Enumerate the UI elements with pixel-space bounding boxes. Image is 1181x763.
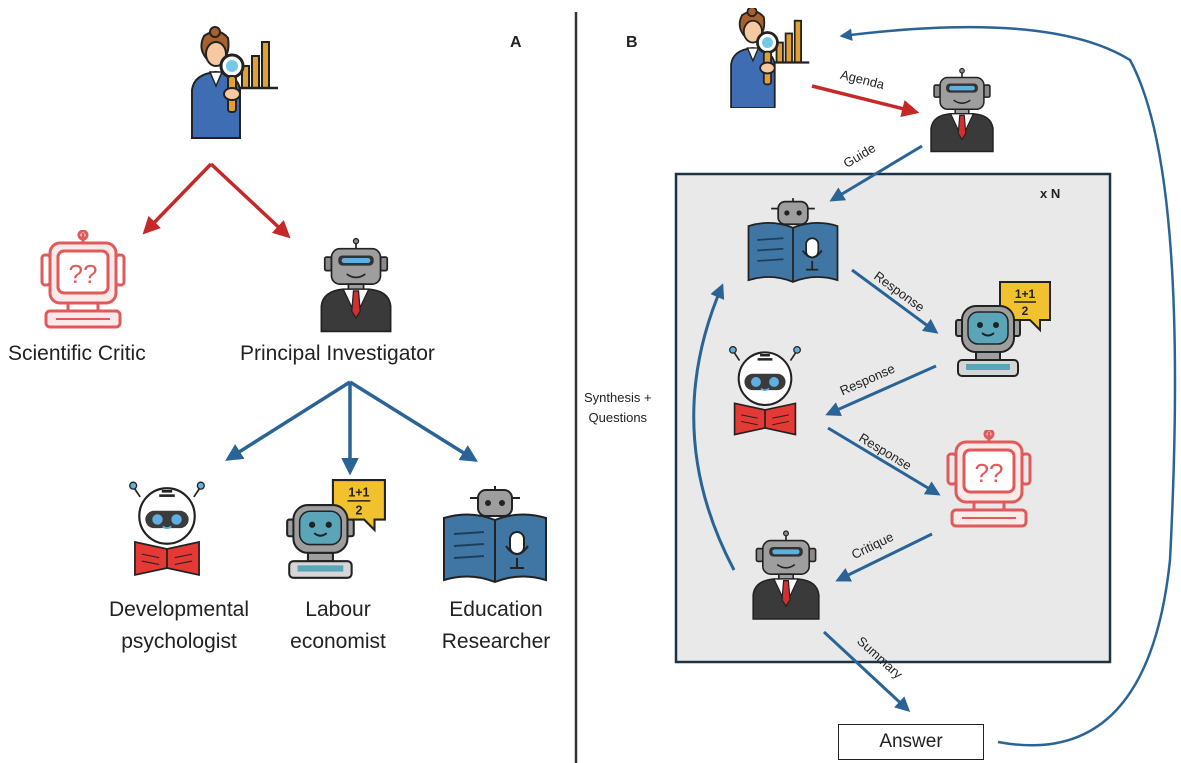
human-researcher-icon-a bbox=[190, 25, 280, 140]
arrow-critique bbox=[835, 532, 933, 582]
label-dev-psych: Developmental psychologist bbox=[94, 594, 264, 658]
label-loop-count: x N bbox=[1040, 186, 1060, 201]
answer-label: Answer bbox=[879, 731, 943, 752]
arrow-summary bbox=[822, 630, 911, 713]
label-education-line1: Education bbox=[449, 598, 543, 621]
scientific-critic-icon-a bbox=[40, 230, 126, 329]
panel-letter-b: B bbox=[626, 34, 638, 51]
arrow-response-2 bbox=[825, 364, 937, 416]
scientific-critic-icon-b bbox=[946, 430, 1032, 528]
label-education: Education Researcher bbox=[426, 594, 566, 658]
arrow-response-3 bbox=[827, 426, 941, 496]
label-labour-line1: Labour bbox=[305, 598, 371, 621]
labour-economist-icon-a bbox=[286, 479, 386, 579]
label-loop-count-text: x N bbox=[1040, 186, 1061, 201]
label-synthesis: Synthesis + Questions bbox=[584, 388, 652, 428]
developmental-psychologist-icon-a bbox=[128, 480, 206, 577]
label-synthesis-line1: Synthesis + bbox=[584, 390, 652, 405]
arrow-synthesis bbox=[692, 283, 736, 571]
label-scientific-critic: Scientific Critic bbox=[8, 342, 146, 365]
label-education-line2: Researcher bbox=[441, 630, 551, 653]
label-labour: Labour economist bbox=[278, 594, 398, 658]
arrow-human-to-critic bbox=[142, 162, 213, 235]
principal-investigator-icon-top-b bbox=[930, 67, 994, 153]
arrow-pi-to-education bbox=[349, 380, 478, 462]
answer-box: Answer bbox=[838, 724, 984, 760]
education-researcher-icon-a bbox=[443, 485, 547, 583]
label-labour-line2: economist bbox=[290, 630, 386, 653]
arrow-human-to-pi bbox=[209, 162, 291, 239]
panel-letter-a: A bbox=[510, 34, 522, 51]
arrow-feedback bbox=[839, 25, 1177, 747]
arrow-guide bbox=[829, 144, 923, 202]
label-synthesis-line2: Questions bbox=[588, 410, 648, 425]
human-researcher-icon-b bbox=[729, 8, 811, 108]
label-dev-psych-line1: Developmental bbox=[108, 598, 250, 621]
arrow-agenda bbox=[811, 84, 920, 118]
label-dev-psych-line2: psychologist bbox=[121, 630, 237, 653]
principal-investigator-icon-a bbox=[320, 237, 392, 333]
arrow-pi-to-dev-psych bbox=[225, 380, 351, 461]
label-principal-investigator: Principal Investigator bbox=[240, 342, 435, 365]
arrow-response-1 bbox=[851, 268, 939, 334]
